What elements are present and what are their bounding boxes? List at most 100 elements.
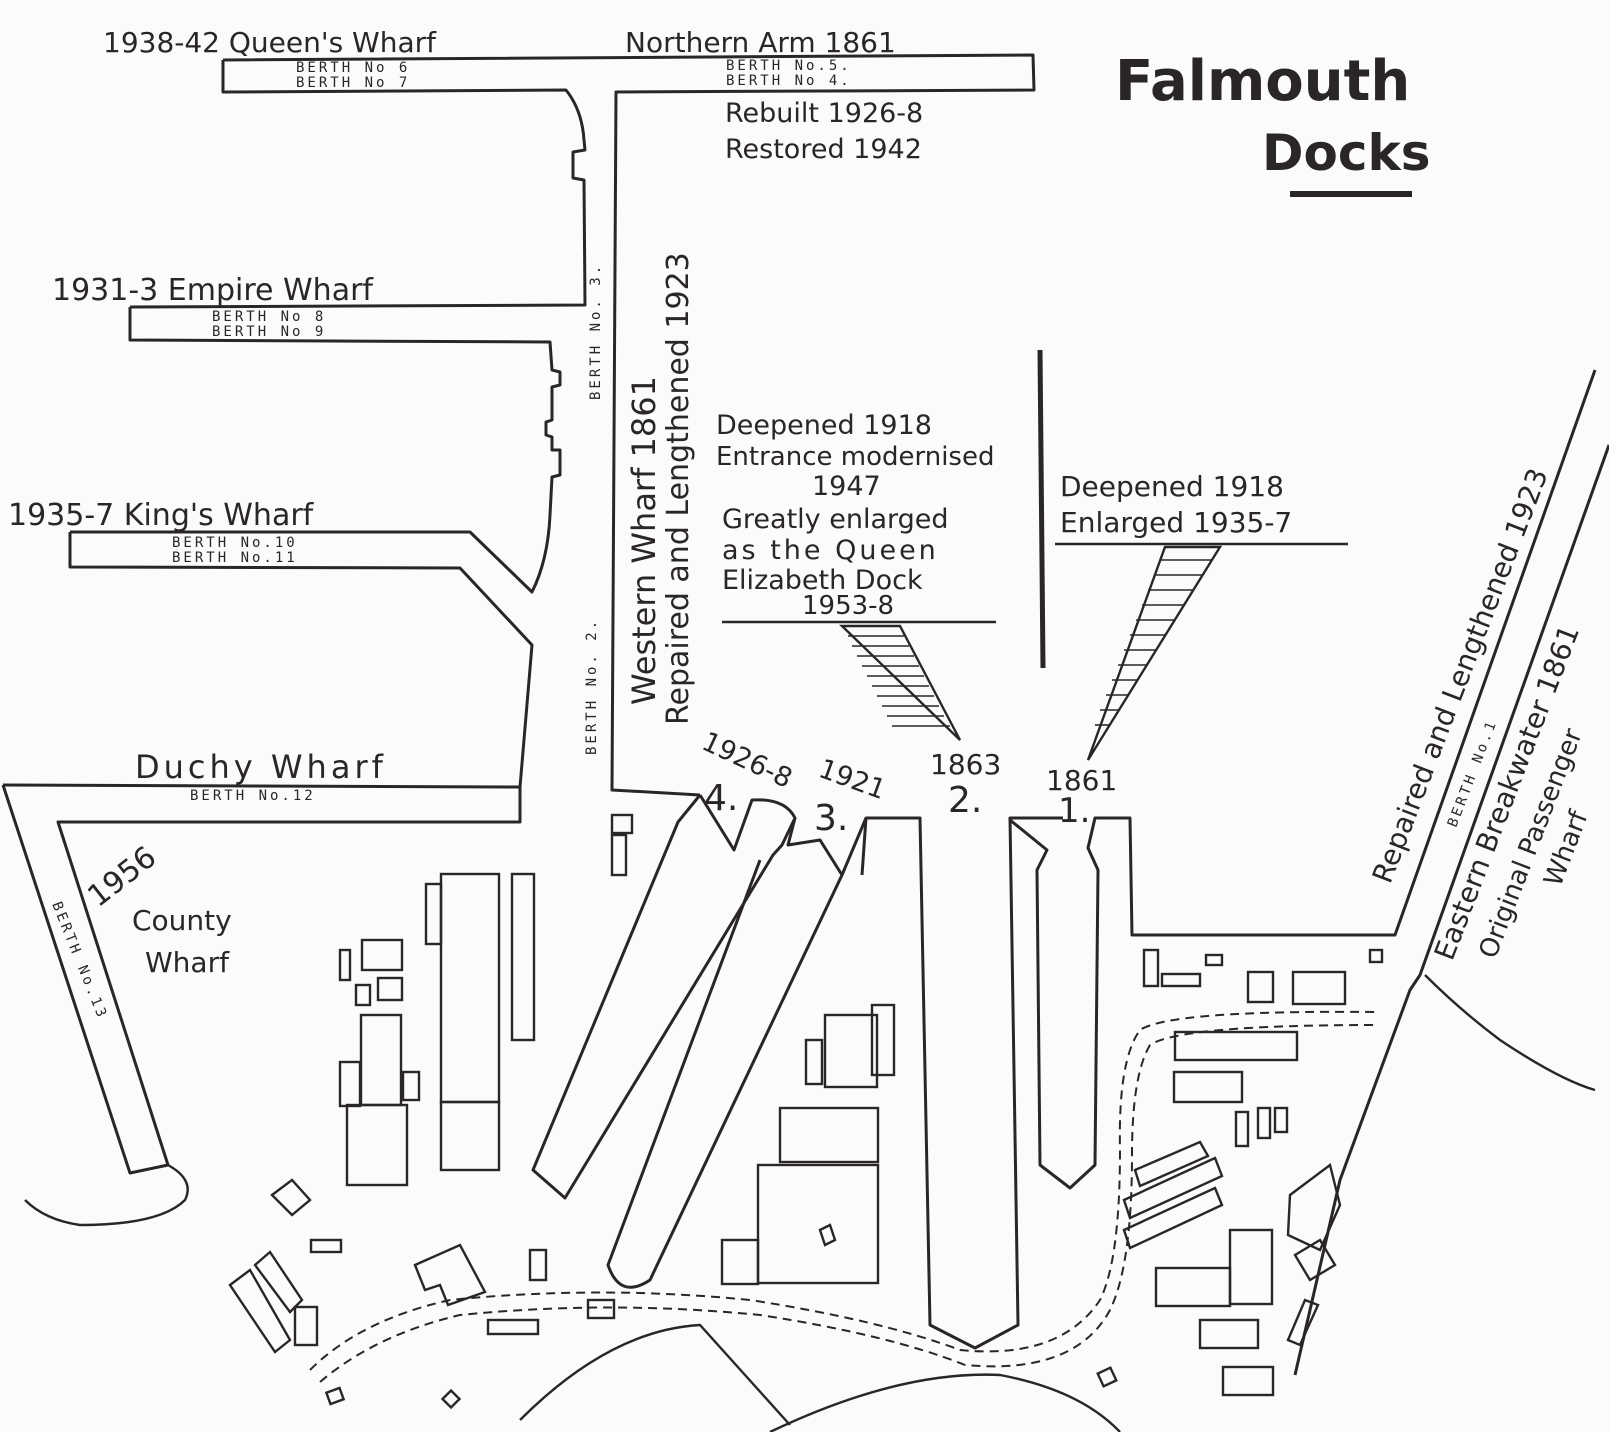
- dock2-note-2: Entrance modernised: [716, 442, 994, 472]
- building: [486, 1318, 540, 1336]
- building: [1133, 1140, 1210, 1188]
- dock1-note-1: Deepened 1918: [1060, 470, 1284, 503]
- building: [1198, 1318, 1260, 1350]
- queens-wharf-label: 1938-42 Queen's Wharf: [103, 26, 437, 59]
- building: [376, 976, 404, 1002]
- building: [1221, 1365, 1275, 1397]
- building: [1122, 1186, 1224, 1250]
- map-title-line2: Docks: [1262, 124, 1431, 182]
- building: [1172, 1070, 1244, 1104]
- basin-arc-2: [769, 1373, 1121, 1432]
- berth-13-label: BERTH No.13: [48, 900, 110, 1023]
- berth-2-label: BERTH No. 2.: [584, 618, 600, 755]
- dock2-note-3: 1947: [812, 471, 881, 502]
- duchy-wharf-inner: [56, 787, 522, 1166]
- building: [338, 948, 352, 982]
- building: [1122, 1156, 1224, 1220]
- building: [439, 1100, 501, 1172]
- berth-11-label: BERTH No.11: [172, 550, 298, 566]
- dock2-pointer: [839, 624, 962, 741]
- berth-4-label: BERTH No 4.: [726, 73, 852, 89]
- building: [440, 1388, 462, 1410]
- building: [345, 1103, 409, 1187]
- northern-arm-restored: Restored 1942: [725, 134, 922, 165]
- dock-1-year: 1861: [1046, 764, 1117, 797]
- railway-line-2: [319, 1024, 1376, 1383]
- building: [309, 1238, 343, 1254]
- building: [401, 1070, 421, 1102]
- building: [1273, 1106, 1289, 1134]
- berth-5-label: BERTH No.5.: [726, 58, 852, 74]
- berth-7-label: BERTH No 7: [296, 75, 410, 91]
- building: [610, 813, 634, 835]
- building: [1204, 953, 1224, 967]
- building: [720, 1238, 760, 1286]
- building: [270, 1178, 312, 1217]
- northern-arm-rebuilt: Rebuilt 1926-8: [725, 98, 923, 129]
- dock-1-number: 1.: [1058, 791, 1090, 831]
- dock-3-outline: [606, 817, 844, 1289]
- building: [1173, 1030, 1299, 1062]
- berth-12-label: BERTH No.12: [190, 788, 316, 804]
- dock-2-walls: [860, 817, 868, 876]
- building: [1096, 1366, 1118, 1388]
- dock2-pointer-hatching: [848, 635, 950, 727]
- building: [1293, 1238, 1337, 1282]
- dock-divider-line: [1037, 349, 1046, 669]
- berth-8-label: BERTH No 8: [212, 309, 326, 325]
- building: [228, 1268, 292, 1354]
- dock-2-year: 1863: [930, 748, 1001, 781]
- building: [1154, 1266, 1232, 1308]
- northern-arm-label: Northern Arm 1861: [625, 26, 896, 59]
- building: [338, 1060, 362, 1108]
- buildings: [228, 813, 1384, 1410]
- western-wharf-repair: Repaired and Lengthened 1923: [661, 252, 696, 725]
- building: [1234, 1110, 1250, 1148]
- berth-3-label: BERTH No. 3.: [588, 263, 604, 400]
- building: [1291, 970, 1347, 1006]
- building: [253, 1250, 304, 1314]
- duchy-wharf-label: Duchy Wharf: [135, 748, 387, 786]
- building: [510, 872, 536, 1042]
- building: [528, 1248, 548, 1282]
- dock-4-outline: [531, 794, 797, 1200]
- berth-10-label: BERTH No.10: [172, 535, 298, 551]
- dock2-note-5: as the Queen: [722, 535, 939, 566]
- empire-wharf-outline: [70, 307, 562, 594]
- dock1-pointer: [1086, 545, 1223, 761]
- county-wharf-label-1: County: [132, 904, 232, 937]
- building: [1142, 948, 1160, 988]
- dock2-note-6: Elizabeth Dock: [722, 565, 923, 596]
- building: [1228, 1228, 1274, 1306]
- building: [293, 1305, 319, 1347]
- building: [1246, 970, 1275, 1004]
- building: [778, 1106, 880, 1164]
- building: [1286, 1298, 1320, 1347]
- county-wharf-label-2: Wharf: [145, 946, 230, 979]
- building: [586, 1298, 616, 1320]
- empire-wharf-label: 1931-3 Empire Wharf: [52, 273, 374, 308]
- dock-1-outline: [1008, 369, 1597, 1190]
- dock2-note-7: 1953-8: [802, 591, 894, 621]
- building: [354, 983, 372, 1007]
- map-title-line1: Falmouth: [1115, 49, 1410, 114]
- building: [756, 1163, 880, 1285]
- building: [424, 882, 443, 946]
- dock-4-number: 4.: [704, 778, 738, 819]
- building: [360, 938, 404, 972]
- building: [1160, 972, 1202, 988]
- basin-arc-1: [519, 1323, 791, 1426]
- dock-2-number: 2.: [948, 780, 982, 821]
- building: [1256, 1106, 1272, 1140]
- dock1-note-2: Enlarged 1935-7: [1060, 506, 1292, 539]
- queens-wharf-inner: [129, 60, 587, 309]
- dock-2-outline: [840, 816, 1063, 1350]
- shoreline-west: [24, 1163, 189, 1227]
- shoreline-east: [1424, 974, 1596, 1092]
- building: [1368, 948, 1384, 964]
- kings-wharf-outline: [2, 532, 534, 789]
- berth-6-label: BERTH No 6: [296, 60, 410, 76]
- building: [823, 1013, 879, 1089]
- duchy-wharf-outline: [1, 784, 169, 1175]
